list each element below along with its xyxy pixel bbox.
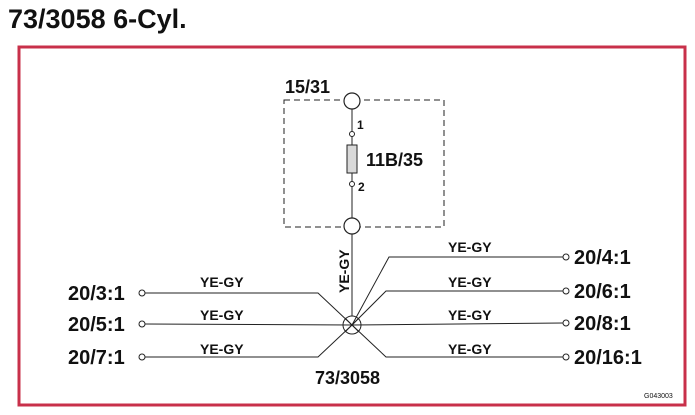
wire-left-2 bbox=[144, 323, 353, 326]
right-connector-4-label: 20/16:1 bbox=[574, 347, 642, 369]
pin-1-label: 1 bbox=[357, 118, 364, 132]
page-title: 73/3058 6-Cyl. bbox=[8, 4, 187, 34]
wire-left-3 bbox=[145, 324, 353, 358]
fuse-label: 11B/35 bbox=[366, 150, 423, 170]
left-wire-2-label: YE-GY bbox=[200, 307, 244, 323]
pin-2-label: 2 bbox=[358, 180, 365, 194]
fuse-symbol bbox=[346, 144, 358, 174]
wire-right-2 bbox=[351, 290, 563, 326]
left-connector-3-label: 20/7:1 bbox=[68, 347, 125, 369]
terminal-top-circle bbox=[343, 92, 361, 110]
left-connector-2-label: 20/5:1 bbox=[68, 314, 125, 336]
right-connector-3-label: 20/8:1 bbox=[574, 313, 631, 335]
right-connector-3-dot bbox=[562, 319, 570, 327]
right-connector-2-label: 20/6:1 bbox=[574, 281, 631, 303]
relay-box bbox=[283, 99, 445, 228]
splice-label: 73/3058 bbox=[315, 368, 380, 388]
terminal-bottom-circle bbox=[343, 217, 361, 235]
wire-right-1 bbox=[351, 256, 563, 326]
left-connector-1-dot bbox=[138, 289, 146, 297]
diagram-frame bbox=[17, 45, 687, 407]
right-connector-4-dot bbox=[562, 353, 570, 361]
right-wire-2-label: YE-GY bbox=[448, 274, 492, 290]
left-connector-3-dot bbox=[138, 353, 146, 361]
pin-1-dot bbox=[349, 131, 355, 137]
right-wire-4-label: YE-GY bbox=[448, 341, 492, 357]
terminal-top-label: 15/31 bbox=[285, 77, 330, 97]
left-connector-2-dot bbox=[138, 320, 146, 328]
wire-right-4 bbox=[351, 324, 563, 358]
right-connector-2-dot bbox=[562, 287, 570, 295]
right-connector-1-label: 20/4:1 bbox=[574, 247, 631, 269]
left-wire-3-label: YE-GY bbox=[200, 341, 244, 357]
left-wire-1-label: YE-GY bbox=[200, 274, 244, 290]
wire-left-1 bbox=[145, 292, 353, 326]
left-connector-1-label: 20/3:1 bbox=[68, 283, 125, 305]
feed-wire-label: YE-GY bbox=[336, 249, 352, 293]
right-wire-3-label: YE-GY bbox=[448, 307, 492, 323]
wire-right-3 bbox=[351, 322, 564, 326]
pin-2-dot bbox=[349, 181, 355, 187]
right-wire-1-label: YE-GY bbox=[448, 239, 492, 255]
figure-code: G043003 bbox=[644, 393, 673, 400]
right-connector-1-dot bbox=[562, 253, 570, 261]
